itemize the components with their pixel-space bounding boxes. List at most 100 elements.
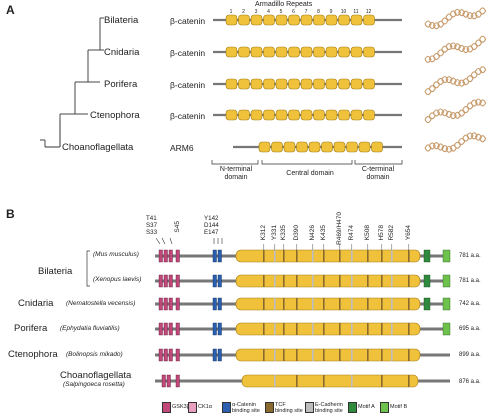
binding-stripe [339,323,341,335]
length-salpingoeca: 876 a.a. [459,379,481,385]
binding-stripe [323,349,325,361]
alpha-catenin-site [217,297,222,311]
site-d144: D144 [204,222,219,229]
binding-stripe [351,298,353,310]
motif-b [442,297,451,311]
binding-stripe [339,298,341,310]
gsk3b-site [163,348,168,362]
armadillo-repeat [275,109,288,121]
armadillo-repeat [363,109,375,121]
row-taxon-porifera: Porifera [14,323,48,334]
armadillo-repeat [250,109,263,121]
gsk3b-site [163,274,168,288]
alpha-catenin-site [212,249,217,263]
ck1a-site [175,322,180,336]
site-k335: K335 [280,225,287,241]
repeat-number: 12 [365,9,372,15]
site-ticks-catenin [213,238,223,244]
repeat-number: 11 [353,9,359,15]
binding-stripe [408,375,410,387]
binding-stripe [351,375,353,387]
armadillo-repeat [263,78,275,90]
alpha-catenin-site [217,249,222,263]
site-y331: Y331 [271,225,278,241]
site-k435: K435 [320,225,327,241]
row-taxon-bilateria: Bilateria [38,266,73,277]
repeat-number: 5 [279,9,283,15]
binding-stripe [408,349,410,361]
row-species-xenopus: (Xenopus laevis) [93,276,142,283]
gsk3b-site [158,348,163,362]
site-s37: S37 [146,222,158,229]
armadillo-repeat [288,78,300,90]
motif-b [442,274,451,288]
binding-stripe [339,250,341,262]
row-species-ephydatia: (Ephydatia fluviatilis) [60,325,120,332]
binding-stripe [323,323,325,335]
length-mus: 781 a.a. [459,253,481,259]
armadillo-repeat [271,141,283,153]
armadillo-repeat [300,46,313,58]
binding-stripe [408,323,410,335]
binding-stripe [391,349,393,361]
taxon-bilateria: Bilateria [104,15,139,26]
motif-b [442,249,451,263]
binding-stripe [351,349,353,361]
gsk3b-site [163,322,168,336]
armadillo-repeat [238,46,250,58]
site-k508: K508 [364,225,371,241]
binding-stripe [323,250,325,262]
alpha-catenin-site [212,274,217,288]
motif-a [423,249,431,263]
binding-stripe [391,250,393,262]
armadillo-repeat [338,46,350,58]
repeat-number: 2 [242,9,245,15]
alpha-catenin-site [217,322,222,336]
armadillo-repeat [338,78,350,90]
legend-ck1a: CK1α [198,404,212,410]
binding-stripe [381,349,383,361]
repeat-number: 7 [304,9,308,15]
armadillo-repeat [350,109,363,121]
armadillo-repeat [296,141,308,153]
gsk3b-site [168,322,173,336]
domain-bracket [261,160,353,165]
binding-stripe [391,323,393,335]
binding-stripe [381,250,383,262]
binding-stripe [323,375,325,387]
gsk3b-site [158,322,163,336]
taxon-ctenophora: Ctenophora [90,110,140,121]
taxon-porifera: Porifera [104,79,138,90]
binding-stripe [312,323,314,335]
row-species-nematostella: (Nematostella vecensis) [66,300,136,307]
alpha-catenin-site [217,274,222,288]
taxon-choanoflagellata: Choanoflagellata [62,142,134,153]
binding-stripe [367,298,369,310]
armadillo-repeat [275,14,288,26]
row-taxon-cnidaria: Cnidaria [18,298,54,309]
motif-a [423,274,431,288]
protein-structure-ribbon [424,35,487,63]
ck1a-site [175,348,180,362]
panel-b-label: B [6,207,15,221]
armadillo-repeat [275,46,288,58]
armadillo-repeat [333,141,346,153]
site-s33: S33 [146,229,158,236]
gsk3b-site [168,249,173,263]
armadillo-repeat [275,78,288,90]
binding-stripe [296,298,298,310]
length-bolinopsis: 899 a.a. [459,352,481,358]
ck1a-site [175,249,180,263]
site-r582: R582 [388,225,395,241]
gsk3b-site [163,249,168,263]
gsk3b-site [158,274,163,288]
row-taxon-choanoflagellata: Choanoflagellata [60,370,132,381]
armadillo-repeat [238,78,250,90]
binding-stripe [367,275,369,287]
armadillo-repeat [325,14,338,26]
c-terminal-domain-label: C-terminal domain [361,166,395,181]
length-ephydatia: 695 a.a. [459,326,481,332]
binding-stripe [351,250,353,262]
binding-stripe [312,349,314,361]
panel-a-label: A [6,3,15,17]
